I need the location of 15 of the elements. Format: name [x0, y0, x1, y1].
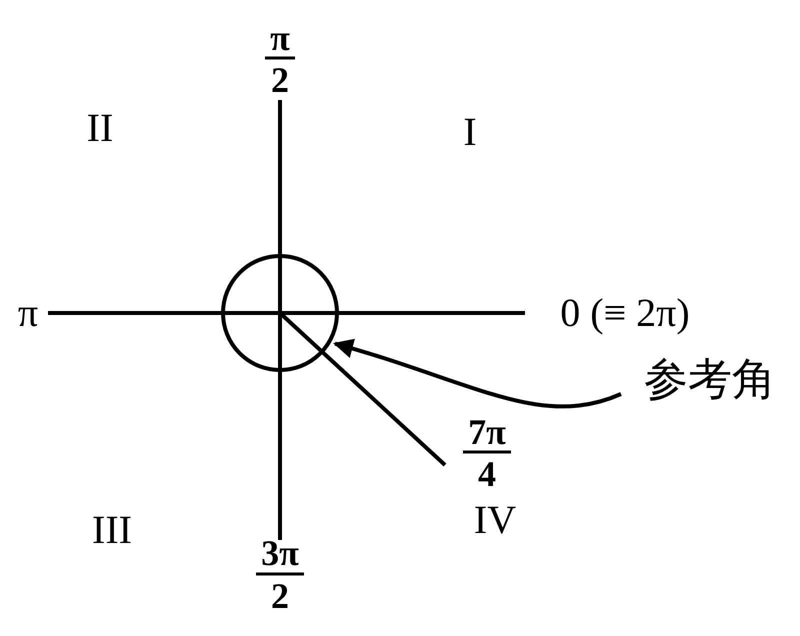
axis-label: π [18, 293, 38, 333]
fraction-term: 3π [261, 535, 299, 571]
angle-circle [221, 254, 339, 372]
fraction-term: 4 [478, 456, 496, 492]
fraction-term: π [270, 20, 290, 56]
fraction-term: 2 [271, 578, 289, 614]
axis-label: I [463, 112, 477, 152]
axis-label: IV [474, 500, 516, 540]
fraction-term: 2 [271, 62, 289, 98]
axis-label: II [86, 108, 114, 148]
curved-arrow [333, 339, 622, 408]
axis-label: 0 (≡ 2π) [560, 293, 690, 333]
axis-label: III [92, 510, 132, 550]
fraction-term: 7π [468, 414, 506, 450]
callout-text: 参考角 [644, 358, 776, 402]
